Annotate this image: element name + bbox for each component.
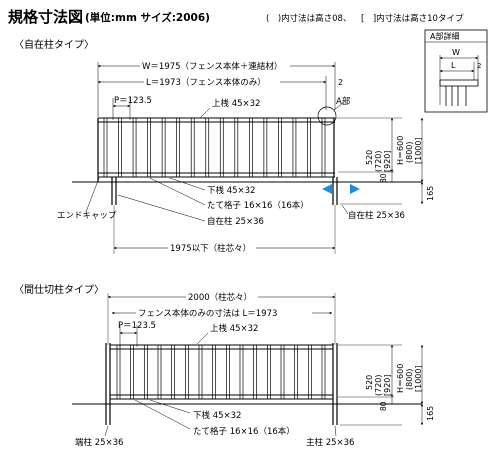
section1-dim-total1: H＝600 bbox=[396, 136, 405, 165]
section2-bottom-rail-label: 下桟 45×32 bbox=[193, 410, 241, 421]
detail-l-label: L bbox=[451, 61, 456, 70]
detail-2-label: 2 bbox=[477, 62, 481, 70]
section1-top-rail-label: 上桟 45×32 bbox=[212, 98, 260, 109]
section2-end-post-label: 端柱 25×36 bbox=[75, 437, 123, 448]
section2-dim-total1: H＝600 bbox=[396, 364, 405, 393]
section2-dim-h2: (720) bbox=[374, 374, 383, 396]
section2-main-post-label: 主柱 25×36 bbox=[306, 437, 354, 448]
section2-heading: 〈間仕切柱タイプ〉 bbox=[14, 283, 104, 296]
section1-pickets bbox=[103, 118, 326, 177]
section2-dim-h3: [920] bbox=[383, 374, 392, 396]
detail-w-label: W bbox=[452, 48, 460, 57]
section1-dim-h1: 520 bbox=[365, 150, 374, 165]
section2-dim-h1: 520 bbox=[365, 375, 374, 390]
section1-dim-total3: [1000] bbox=[414, 137, 423, 164]
section2-dim-total2: (800) bbox=[405, 368, 414, 390]
section1-bottom-rail-label: 下桟 45×32 bbox=[207, 185, 255, 196]
section1-lattice-label: たて格子 16×16（16本） bbox=[207, 200, 309, 211]
height-note-parens: ( )内寸法は高さ08、 bbox=[266, 13, 351, 24]
section2-drawing: 2000（柱芯々） フェンス本体のみの寸法は L＝1973 P＝123.5 上桟… bbox=[72, 291, 435, 448]
section1-label-a: A部 bbox=[336, 96, 351, 107]
section1-drawing: W＝1975（フェンス本体＋連結材） L＝1973（フェンス本体のみ） 2 P＝… bbox=[57, 60, 435, 254]
section1-dim-l: L＝1973（フェンス本体のみ） bbox=[146, 77, 266, 88]
section1-dim-80: 80 bbox=[379, 173, 388, 183]
section1-dim-pitch: 1975以下（柱芯々） bbox=[170, 243, 251, 254]
section1-dim-h2: (720) bbox=[374, 150, 383, 172]
section2-top-rail-label: 上桟 45×32 bbox=[210, 323, 258, 334]
section2-pickets bbox=[116, 345, 326, 399]
section1-heading: 〈自在柱タイプ〉 bbox=[14, 38, 94, 51]
section1-dim-p: P＝123.5 bbox=[114, 96, 152, 106]
section1-post-right-label: 自在柱 25×36 bbox=[348, 210, 405, 221]
section1-dim-2: 2 bbox=[338, 78, 343, 87]
section1-post-label: 自在柱 25×36 bbox=[207, 216, 264, 227]
units-note: (単位:mm サイズ:2006) bbox=[85, 11, 210, 24]
height-note-brackets: [ ]内寸法は高さ10タイプ bbox=[361, 13, 464, 24]
page-title: 規格寸法図 bbox=[8, 8, 83, 26]
section1-end-cap-label: エンドキャップ bbox=[57, 211, 117, 221]
section2-dim-total3: [1000] bbox=[414, 365, 423, 392]
section2-dim-165: 165 bbox=[426, 406, 435, 421]
section1-dim-w: W＝1975（フェンス本体＋連結材） bbox=[142, 61, 282, 72]
detail-a-box: A部詳細 W L 2 bbox=[424, 29, 488, 113]
section2-dim-80: 80 bbox=[379, 401, 388, 411]
section2-dim-pitch: 2000（柱芯々） bbox=[188, 292, 252, 303]
section1-dim-total2: (800) bbox=[405, 141, 414, 163]
section1-dim-h3: [920] bbox=[383, 150, 392, 172]
section2-lattice-label: たて格子 16×16（16本） bbox=[193, 426, 295, 437]
arrow-right-icon bbox=[350, 184, 360, 194]
detail-title: A部詳細 bbox=[430, 31, 459, 41]
section2-dim-body: フェンス本体のみの寸法は L＝1973 bbox=[138, 308, 277, 319]
arrow-left-icon bbox=[322, 184, 332, 194]
section1-dim-165: 165 bbox=[426, 186, 435, 201]
